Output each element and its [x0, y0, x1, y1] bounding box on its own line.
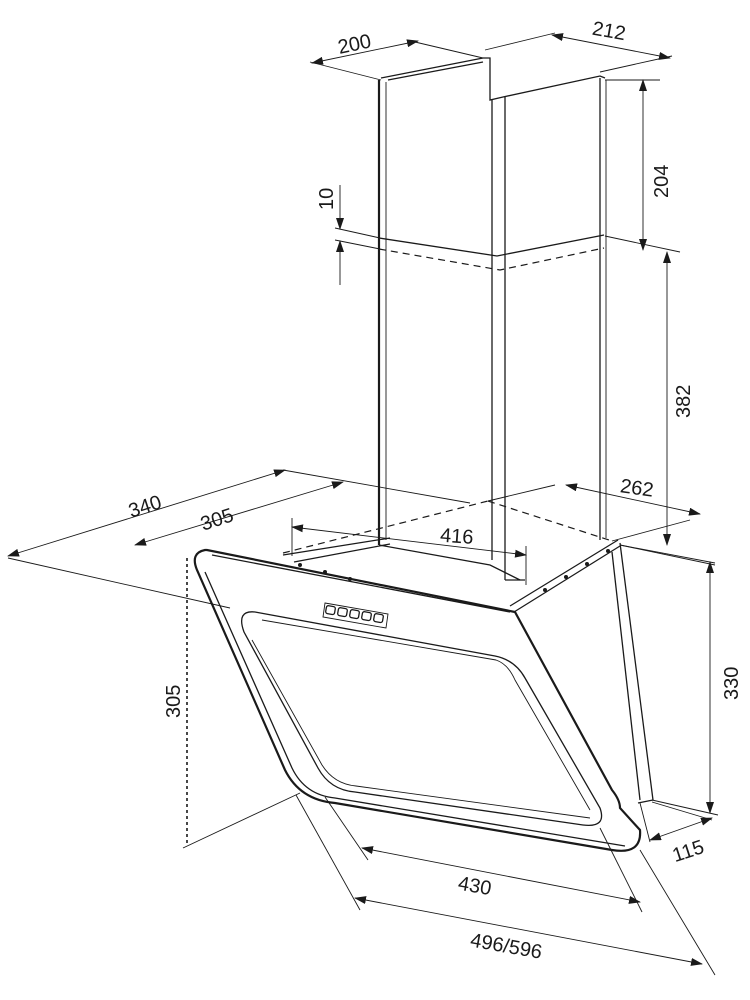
dim-305-vertical: 305: [163, 558, 301, 849]
dim-10: 10: [316, 185, 381, 285]
dim-label-430: 430: [456, 873, 493, 900]
dim-262: 262: [487, 475, 701, 542]
dim-label-10: 10: [316, 188, 338, 210]
control-button[interactable]: [349, 609, 360, 620]
dim-330: 330: [619, 544, 743, 816]
dim-label-382: 382: [673, 385, 695, 418]
dim-label-330: 330: [721, 667, 743, 700]
control-button[interactable]: [361, 611, 372, 622]
control-panel: [322, 602, 389, 629]
dim-430: 430: [324, 796, 643, 913]
chimney: [377, 57, 607, 581]
control-button[interactable]: [373, 613, 384, 624]
dim-340: 340: [7, 469, 471, 609]
dim-label-212: 212: [591, 18, 628, 45]
dim-212: 212: [484, 18, 673, 73]
control-button[interactable]: [337, 607, 348, 618]
dim-204: 204: [604, 79, 681, 253]
dim-115: 115: [639, 801, 713, 867]
control-button[interactable]: [325, 605, 336, 616]
dim-label-262: 262: [619, 475, 655, 501]
top-plate-outline: [282, 500, 613, 554]
dim-label-200: 200: [336, 30, 373, 58]
dim-382: 382: [619, 251, 716, 566]
dim-305-top: 305: [134, 481, 344, 546]
glass-panel: [193, 548, 642, 852]
dim-label-204: 204: [651, 165, 673, 198]
dim-416: 416: [291, 518, 527, 585]
dim-496-596: 496/596: [295, 794, 716, 976]
dim-label-305-vertical: 305: [163, 685, 185, 718]
dim-label-416: 416: [439, 525, 474, 549]
dim-200: 200: [309, 30, 484, 81]
dim-label-340: 340: [126, 491, 165, 522]
dim-label-305-top: 305: [198, 504, 237, 535]
dim-label-115: 115: [670, 836, 707, 867]
dim-label-496-596: 496/596: [469, 929, 544, 963]
